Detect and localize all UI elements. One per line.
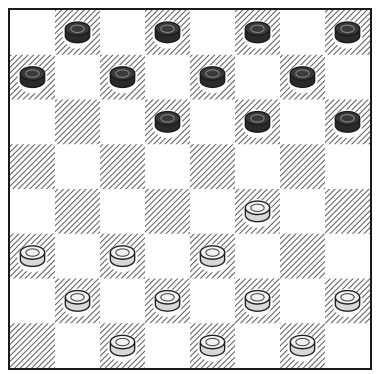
light-square[interactable] — [235, 323, 280, 368]
black-checker-piece[interactable] — [242, 110, 272, 139]
light-square[interactable] — [190, 10, 235, 55]
light-square[interactable] — [325, 55, 370, 100]
light-square[interactable] — [190, 100, 235, 145]
light-square[interactable] — [100, 100, 145, 145]
light-square[interactable] — [10, 279, 55, 324]
light-square[interactable] — [235, 144, 280, 189]
black-checker-piece[interactable] — [152, 110, 182, 139]
white-checker-piece[interactable] — [197, 333, 227, 362]
dark-square[interactable] — [280, 144, 325, 189]
light-square[interactable] — [145, 144, 190, 189]
light-square[interactable] — [190, 189, 235, 234]
black-checker-piece[interactable] — [152, 20, 182, 49]
white-checker-piece[interactable] — [17, 244, 47, 273]
white-checker-piece[interactable] — [287, 333, 317, 362]
light-square[interactable] — [55, 144, 100, 189]
light-square[interactable] — [280, 279, 325, 324]
black-checker-piece[interactable] — [332, 110, 362, 139]
light-square[interactable] — [280, 10, 325, 55]
light-square[interactable] — [100, 189, 145, 234]
light-square[interactable] — [10, 100, 55, 145]
light-square[interactable] — [145, 234, 190, 279]
white-checker-piece[interactable] — [62, 289, 92, 318]
white-checker-piece[interactable] — [107, 333, 137, 362]
white-checker-piece[interactable] — [107, 244, 137, 273]
white-checker-piece[interactable] — [242, 199, 272, 228]
light-square[interactable] — [325, 144, 370, 189]
dark-square[interactable] — [55, 189, 100, 234]
dark-square[interactable] — [55, 100, 100, 145]
light-square[interactable] — [280, 100, 325, 145]
squares-layer — [10, 10, 370, 368]
dark-square[interactable] — [145, 189, 190, 234]
black-checker-piece[interactable] — [242, 20, 272, 49]
light-square[interactable] — [235, 55, 280, 100]
light-square[interactable] — [100, 279, 145, 324]
black-checker-piece[interactable] — [62, 20, 92, 49]
dark-square[interactable] — [325, 189, 370, 234]
light-square[interactable] — [55, 323, 100, 368]
checkers-board — [8, 8, 372, 370]
white-checker-piece[interactable] — [242, 289, 272, 318]
white-checker-piece[interactable] — [332, 289, 362, 318]
light-square[interactable] — [55, 234, 100, 279]
board-canvas — [10, 10, 370, 368]
dark-square[interactable] — [10, 144, 55, 189]
light-square[interactable] — [325, 234, 370, 279]
dark-square[interactable] — [100, 144, 145, 189]
black-checker-piece[interactable] — [332, 20, 362, 49]
black-checker-piece[interactable] — [197, 65, 227, 94]
dark-square[interactable] — [10, 323, 55, 368]
light-square[interactable] — [145, 323, 190, 368]
light-square[interactable] — [10, 10, 55, 55]
light-square[interactable] — [280, 189, 325, 234]
white-checker-piece[interactable] — [152, 289, 182, 318]
black-checker-piece[interactable] — [287, 65, 317, 94]
light-square[interactable] — [145, 55, 190, 100]
black-checker-piece[interactable] — [17, 65, 47, 94]
white-checker-piece[interactable] — [197, 244, 227, 273]
dark-square[interactable] — [190, 144, 235, 189]
light-square[interactable] — [325, 323, 370, 368]
black-checker-piece[interactable] — [107, 65, 137, 94]
light-square[interactable] — [235, 234, 280, 279]
light-square[interactable] — [100, 10, 145, 55]
light-square[interactable] — [10, 189, 55, 234]
light-square[interactable] — [55, 55, 100, 100]
light-square[interactable] — [190, 279, 235, 324]
dark-square[interactable] — [280, 234, 325, 279]
